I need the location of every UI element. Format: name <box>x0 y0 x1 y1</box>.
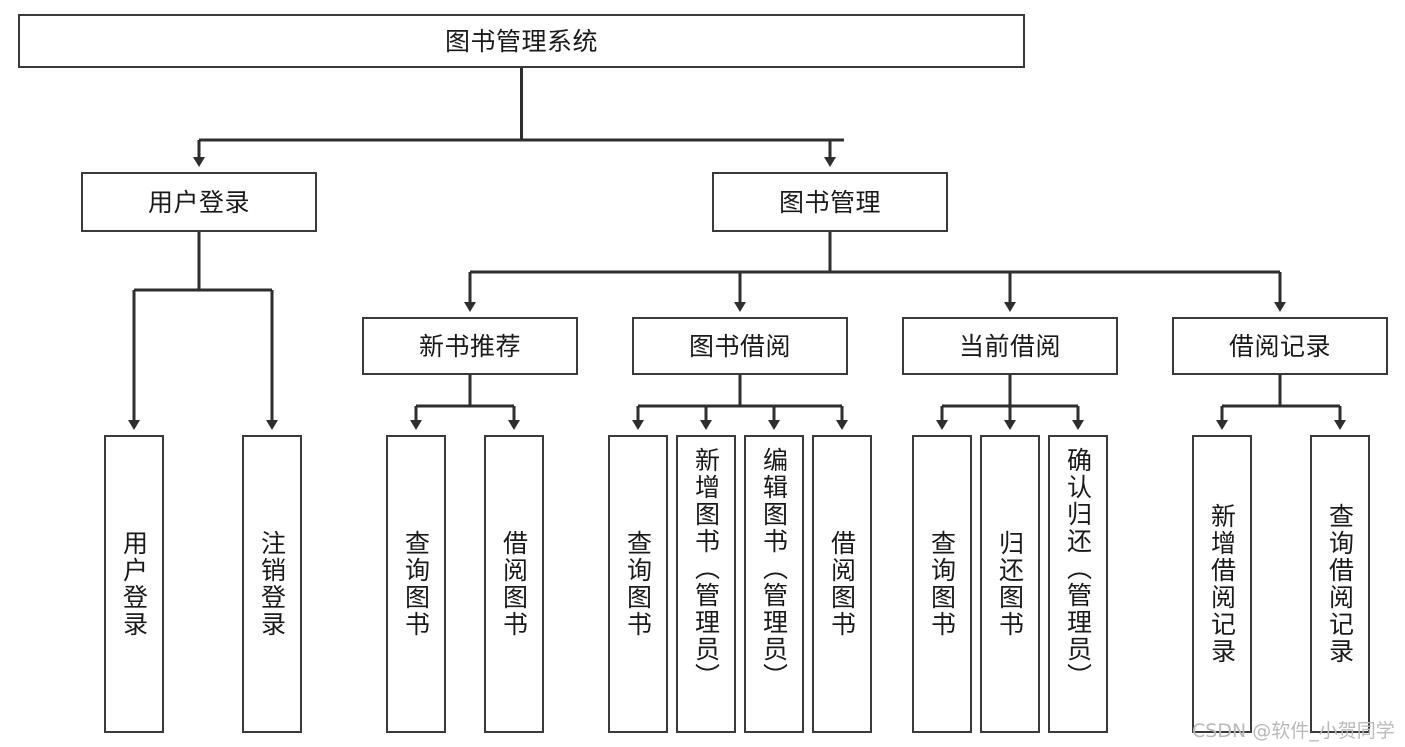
leaf-query-book-cur[interactable]: 查询图书 <box>912 435 972 733</box>
leaf-add-book-label: 新增图书（管理员） <box>691 447 721 690</box>
leaf-query-book[interactable]: 查询图书 <box>608 435 668 733</box>
leaf-return-book-label: 归还图书 <box>995 530 1025 638</box>
node-user-login-label: 用户登录 <box>147 187 250 217</box>
node-root-label: 图书管理系统 <box>444 26 598 56</box>
leaf-query-book-cur-label: 查询图书 <box>927 530 957 638</box>
leaf-query-book-rec-label: 查询图书 <box>401 530 431 638</box>
leaf-borrow-book-label: 借阅图书 <box>827 530 857 638</box>
leaf-query-record-label: 查询借阅记录 <box>1325 503 1355 665</box>
leaf-add-record-label: 新增借阅记录 <box>1207 503 1237 665</box>
leaf-edit-book-label: 编辑图书（管理员） <box>759 447 789 690</box>
csdn-watermark: CSDN @软件_小贺同学 <box>1192 720 1395 742</box>
leaf-user-login-label: 用户登录 <box>119 530 149 638</box>
leaf-confirm-return[interactable]: 确认归还（管理员） <box>1048 435 1108 733</box>
leaf-edit-book[interactable]: 编辑图书（管理员） <box>744 435 804 733</box>
leaf-add-book[interactable]: 新增图书（管理员） <box>676 435 736 733</box>
leaf-return-book[interactable]: 归还图书 <box>980 435 1040 733</box>
leaf-logout[interactable]: 注销登录 <box>242 435 302 733</box>
leaf-logout-label: 注销登录 <box>257 530 287 638</box>
node-book-manage-label: 图书管理 <box>778 187 881 217</box>
leaf-borrow-book-rec-label: 借阅图书 <box>499 530 529 638</box>
node-borrow-record-label: 借阅记录 <box>1228 331 1331 361</box>
node-current-borrow-label: 当前借阅 <box>958 331 1061 361</box>
leaf-query-book-rec[interactable]: 查询图书 <box>386 435 446 733</box>
leaf-query-record[interactable]: 查询借阅记录 <box>1310 435 1370 733</box>
leaf-confirm-return-label: 确认归还（管理员） <box>1063 447 1093 690</box>
leaf-borrow-book[interactable]: 借阅图书 <box>812 435 872 733</box>
node-borrow-record[interactable]: 借阅记录 <box>1172 317 1388 375</box>
node-current-borrow[interactable]: 当前借阅 <box>902 317 1118 375</box>
leaf-query-book-label: 查询图书 <box>623 530 653 638</box>
leaf-borrow-book-rec[interactable]: 借阅图书 <box>484 435 544 733</box>
node-book-borrow-label: 图书借阅 <box>688 331 791 361</box>
node-root[interactable]: 图书管理系统 <box>18 14 1025 68</box>
leaf-add-record[interactable]: 新增借阅记录 <box>1192 435 1252 733</box>
node-book-borrow[interactable]: 图书借阅 <box>632 317 848 375</box>
node-new-book-rec-label: 新书推荐 <box>418 331 521 361</box>
node-book-manage[interactable]: 图书管理 <box>712 172 948 232</box>
leaf-user-login[interactable]: 用户登录 <box>104 435 164 733</box>
node-new-book-rec[interactable]: 新书推荐 <box>362 317 578 375</box>
node-user-login[interactable]: 用户登录 <box>81 172 317 232</box>
